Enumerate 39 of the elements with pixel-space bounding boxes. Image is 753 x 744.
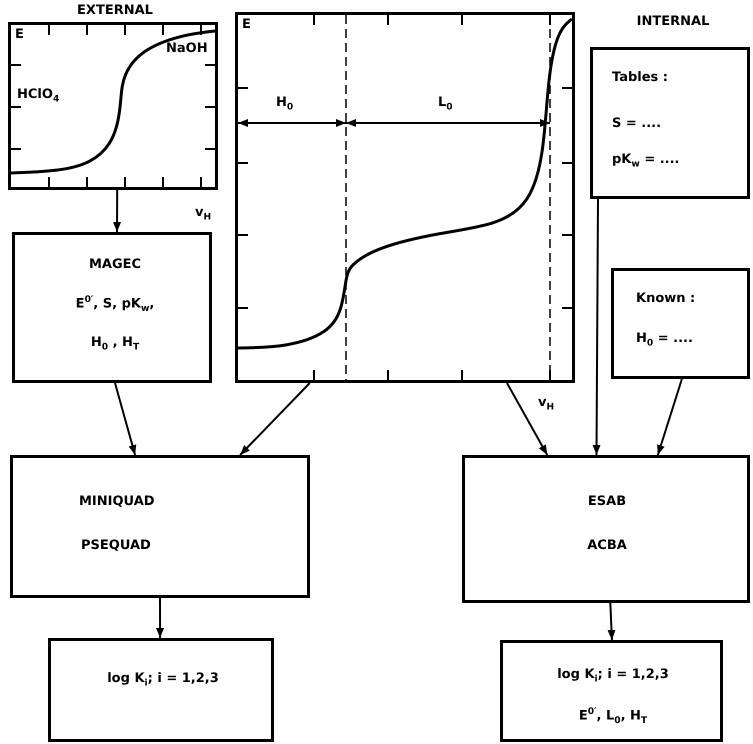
box-heading: Tables : <box>612 70 668 86</box>
program-name: ESAB <box>588 494 626 510</box>
result-text: log K$_{i}$; i = 1,2,3 <box>107 671 219 690</box>
parameter-list: H$_{0}$ , H$_{T}$ <box>90 335 140 354</box>
result-text: log K$_{i}$; i = 1,2,3 <box>557 667 669 686</box>
parameter-list: E$^{0′}$, S, pK$_{w}$, <box>76 295 154 315</box>
box-heading: Known : <box>636 291 696 307</box>
process-box <box>12 232 212 383</box>
section-heading: INTERNAL <box>636 14 710 30</box>
dimension-label: L$_{0}$ <box>438 95 453 114</box>
section-heading: EXTERNAL <box>77 3 153 19</box>
process-box <box>462 455 750 603</box>
arrow <box>113 190 122 232</box>
arrow <box>114 382 136 456</box>
arrow <box>239 382 311 456</box>
curve-label: HClO$_{4}$ <box>17 87 60 106</box>
axis-label: v$_{H}$ <box>538 395 554 414</box>
program-name: MINIQUAD <box>79 494 155 510</box>
arrow <box>656 378 683 456</box>
program-name: MAGEC <box>88 257 142 273</box>
table-entry: pK$_{w}$ = .... <box>612 152 680 170</box>
dimension-label: H$_{0}$ <box>276 95 294 114</box>
data-box <box>611 268 750 379</box>
result-box <box>500 640 723 742</box>
axis-label: E <box>242 17 251 33</box>
process-box <box>10 455 310 598</box>
curve-label: NaOH <box>166 41 208 57</box>
arrow <box>506 382 548 456</box>
known-value: H$_{0}$ = .... <box>636 331 693 350</box>
result-box <box>48 638 274 742</box>
arrow <box>592 199 601 455</box>
axis-label: E <box>15 27 24 43</box>
result-text: E$^{0′}$, L$_{0}$, H$_{T}$ <box>578 707 648 727</box>
axis-label: v$_{H}$ <box>195 205 212 224</box>
table-entry: S = .... <box>612 116 662 132</box>
arrow <box>156 598 164 638</box>
program-name: ACBA <box>587 538 627 554</box>
arrow <box>608 602 616 640</box>
program-name: PSEQUAD <box>81 538 151 554</box>
